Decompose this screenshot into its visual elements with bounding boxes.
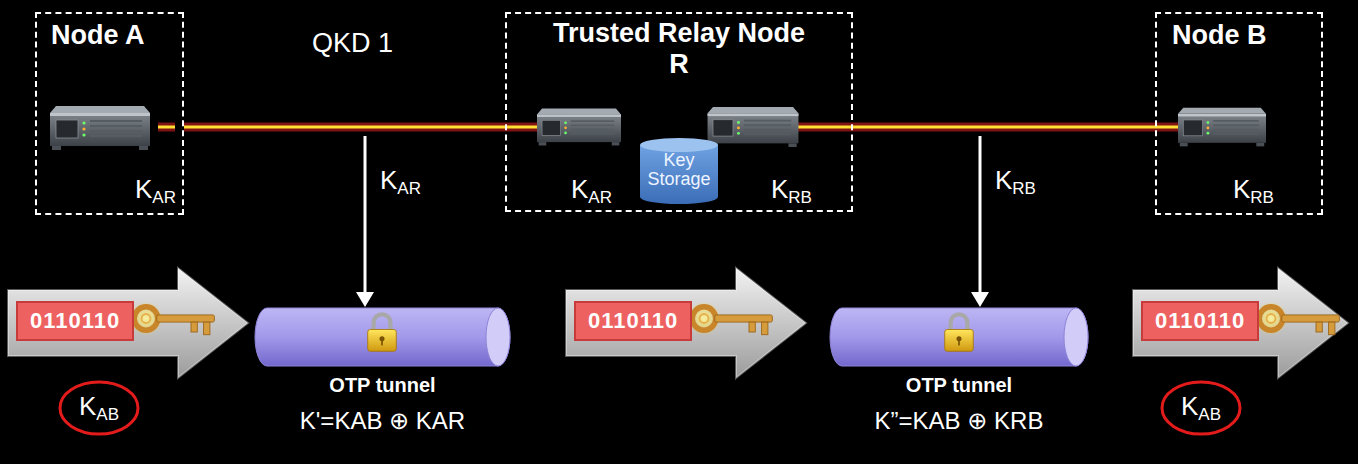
key-label: KRB [1233,174,1274,213]
key-label: KAB [79,391,119,430]
text-slot: K”=KAB ⊕ KRB [830,406,1088,436]
bit-string: 0110110 [16,301,134,341]
fiber-core [184,126,505,129]
arrow-shape [566,268,806,378]
qkd-device [1178,108,1266,147]
text-slot: KAR [571,174,612,213]
circle-outline [60,382,138,434]
key-feed-arrow [971,136,989,307]
key-feed-arrow [356,136,374,307]
relay-box: Trusted Relay Node R KAR KRB Key Storage [505,12,853,212]
tunnel-body [830,308,1088,366]
key-arrow: 0110110 [566,268,806,378]
fiber-core [853,126,1155,129]
text-slot: K'=KAB ⊕ KAR [255,406,510,436]
qkd-link [853,127,1155,128]
key-circle: KAB [1160,380,1242,436]
tunnel-label: OTP tunnel [329,372,435,398]
qkd-link [184,127,505,128]
tunnel-body [255,308,510,366]
text-slot: OTP tunnel [255,372,510,398]
bit-string: 0110110 [574,301,692,341]
text-slot: Node A [51,20,145,51]
qkd-device [50,106,150,150]
text-slot: KAB [1160,391,1242,430]
key-label: KAR [380,165,421,204]
formula: K”=KAB ⊕ KRB [875,406,1044,436]
key-arrow: 0110110 [8,268,248,378]
key-storage-cylinder: Key Storage [640,138,718,204]
key-circle: KAB [58,380,140,436]
key-icon [1254,301,1340,335]
bit-string: 0110110 [1141,301,1259,341]
node-title: Node A [51,20,145,51]
key-label: KRB [995,165,1036,204]
key-icon [129,301,215,335]
text-slot: Node B [1172,20,1267,51]
text-slot: 0110110 [16,301,134,341]
circle-outline [1162,382,1240,434]
cylinder-top [640,138,718,152]
fiber-glow [184,123,505,132]
node-title: Node B [1172,20,1267,51]
tunnel-end [1064,308,1088,366]
qkd-device [537,109,621,146]
arrow-shape [8,268,248,378]
text-slot: 0110110 [574,301,692,341]
text-slot: KRB [995,165,1036,204]
text-slot: QKD 1 [312,28,393,59]
text-slot: OTP tunnel [830,372,1088,398]
qkd-device [708,107,799,147]
text-slot: Key Storage [640,151,718,189]
tunnel-label: OTP tunnel [906,372,1012,398]
lock-icon [368,314,397,351]
text-slot: KAR [135,174,176,213]
key-label: KRB [771,174,812,213]
node-title: Trusted Relay Node R [549,18,809,80]
text-slot: KRB [1233,174,1274,213]
formula: K'=KAB ⊕ KAR [300,406,465,436]
key-label: KAR [135,174,176,213]
fiber-glow [853,123,1155,132]
node-box: Node B KRB [1155,12,1323,215]
fiber-stub [158,127,1182,128]
otp-tunnel: OTP tunnelK”=KAB ⊕ KRB [830,300,1088,458]
key-icon [687,301,773,335]
text-slot: KAR [380,165,421,204]
text-slot: KRB [771,174,812,213]
key-label: KAR [571,174,612,213]
text-slot: Trusted Relay Node R [507,18,851,80]
lock-icon [945,314,974,351]
storage-label: Key Storage [643,151,715,189]
key-label: KAB [1181,391,1221,430]
cylinder-body [640,145,718,204]
arrow-shape [1133,268,1348,378]
node-box: Node A KAR [35,12,184,215]
text-slot: KAB [58,391,140,430]
link-label: QKD 1 [312,28,393,59]
tunnel-end [486,308,510,366]
otp-tunnel: OTP tunnelK'=KAB ⊕ KAR [255,300,510,458]
text-slot: 0110110 [1141,301,1259,341]
